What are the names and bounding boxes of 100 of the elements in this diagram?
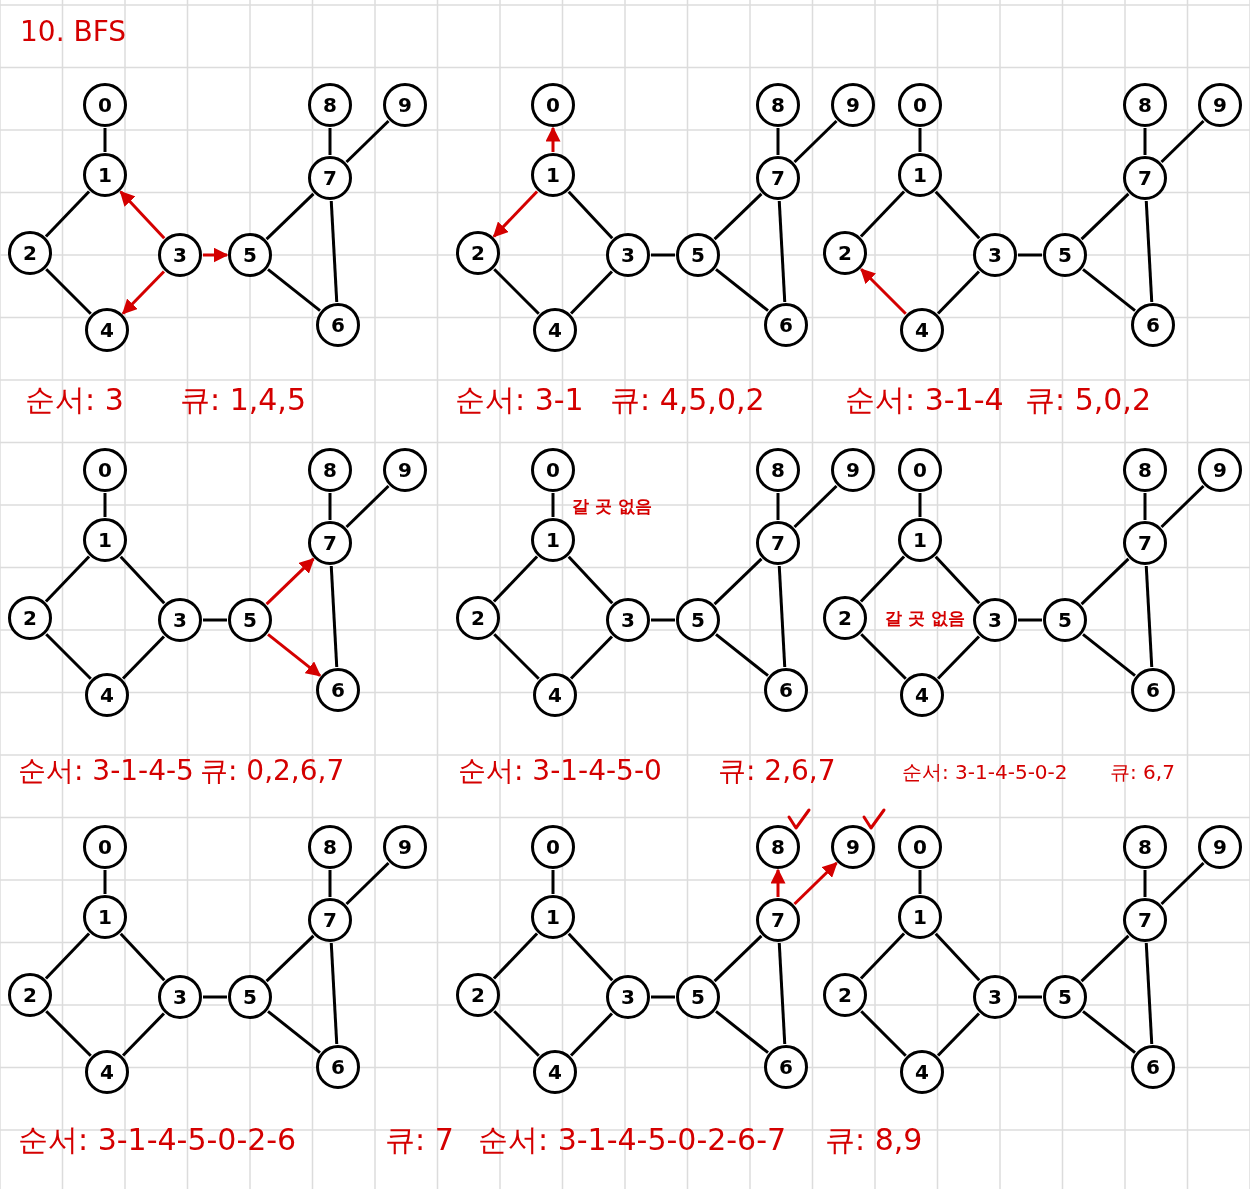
node-circle: 2 [8,231,52,275]
node-circle: 0 [531,825,575,869]
edge-line [713,557,763,606]
node-circle: 5 [676,233,720,277]
node-circle: 2 [823,973,867,1017]
caption-text: 순서: 3-1-4-5 [18,757,194,785]
annotation-text: 갈 곳 없음 [885,610,965,627]
edge-line [1082,1010,1136,1054]
edge-line [551,870,555,894]
edge-line [551,493,555,517]
edge-line [1144,942,1154,1045]
node-circle: 3 [606,598,650,642]
node-circle: 2 [823,231,867,275]
node-circle: 9 [831,448,875,492]
caption-text: 큐: 2,6,7 [718,757,836,785]
node-circle: 8 [756,825,800,869]
node-circle: 0 [898,825,942,869]
edge-line [777,942,787,1045]
edge-line [121,1012,166,1057]
node-circle: 7 [756,898,800,942]
caption-text: 큐: 6,7 [1110,762,1175,782]
node-circle: 4 [85,308,129,352]
edge-line [1018,995,1042,999]
node-circle: 3 [158,975,202,1019]
edge-line [936,635,981,680]
node-circle: 9 [831,83,875,127]
edge-line [1018,618,1042,622]
node-circle: 2 [8,973,52,1017]
edge-line [45,268,92,315]
edge-line [328,128,332,155]
node-circle: 6 [764,303,808,347]
edge-line [567,555,614,605]
edge-line [1143,128,1147,155]
node-circle: 0 [83,448,127,492]
edge-line [203,618,227,622]
arrow [793,861,838,906]
node-circle: 3 [973,598,1017,642]
edge-line [1160,861,1205,906]
edge-line [777,200,787,303]
node-circle: 9 [383,83,427,127]
edge-line [918,128,922,152]
node-circle: 1 [531,518,575,562]
node-circle: 2 [823,596,867,640]
edge-line [1144,200,1154,303]
edge-line [1080,557,1130,606]
arrow [545,126,561,152]
node-circle: 8 [308,448,352,492]
caption-text: 순서: 3-1 [455,385,584,415]
caption-text: 큐: 4,5,0,2 [610,385,765,415]
edge-line [569,1012,614,1057]
node-circle: 6 [1131,303,1175,347]
edge-line [1143,493,1147,520]
node-circle: 9 [831,825,875,869]
node-circle: 6 [316,668,360,712]
node-circle: 7 [1123,156,1167,200]
edge-line [345,119,390,164]
node-circle: 9 [383,448,427,492]
edge-line [715,633,769,677]
node-circle: 1 [83,518,127,562]
node-circle: 6 [1131,1045,1175,1089]
node-circle: 7 [756,521,800,565]
caption-text: 순서: 3-1-4 [845,385,1004,415]
edge-line [1160,484,1205,529]
node-circle: 4 [85,673,129,717]
node-circle: 8 [308,825,352,869]
edge-line [651,253,675,257]
edge-line [793,484,838,529]
node-circle: 5 [1043,975,1087,1019]
node-circle: 3 [973,233,1017,277]
caption-text: 순서: 3-1-4-5-0-2-6 [18,1125,297,1155]
node-circle: 9 [1198,448,1242,492]
node-circle: 6 [316,1045,360,1089]
edge-line [345,861,390,906]
edge-line [859,555,906,603]
node-circle: 8 [756,83,800,127]
edge-line [329,565,339,668]
node-circle: 1 [531,153,575,197]
edge-line [44,932,91,980]
node-circle: 7 [308,156,352,200]
edge-line [918,870,922,894]
edge-line [936,270,981,315]
arrow [860,268,907,315]
node-circle: 4 [533,1050,577,1094]
node-circle: 6 [1131,668,1175,712]
node-circle: 1 [898,518,942,562]
edge-line [934,932,981,982]
node-circle: 2 [8,596,52,640]
node-circle: 5 [228,598,272,642]
node-circle: 6 [764,668,808,712]
node-circle: 0 [898,448,942,492]
node-circle: 8 [1123,825,1167,869]
edge-line [492,555,539,603]
edge-line [569,270,614,315]
node-circle: 6 [764,1045,808,1089]
edge-line [918,493,922,517]
edge-line [1080,192,1130,241]
caption-text: 순서: 3 [25,385,124,415]
node-circle: 2 [456,596,500,640]
edge-line [44,555,91,603]
node-circle: 1 [83,153,127,197]
